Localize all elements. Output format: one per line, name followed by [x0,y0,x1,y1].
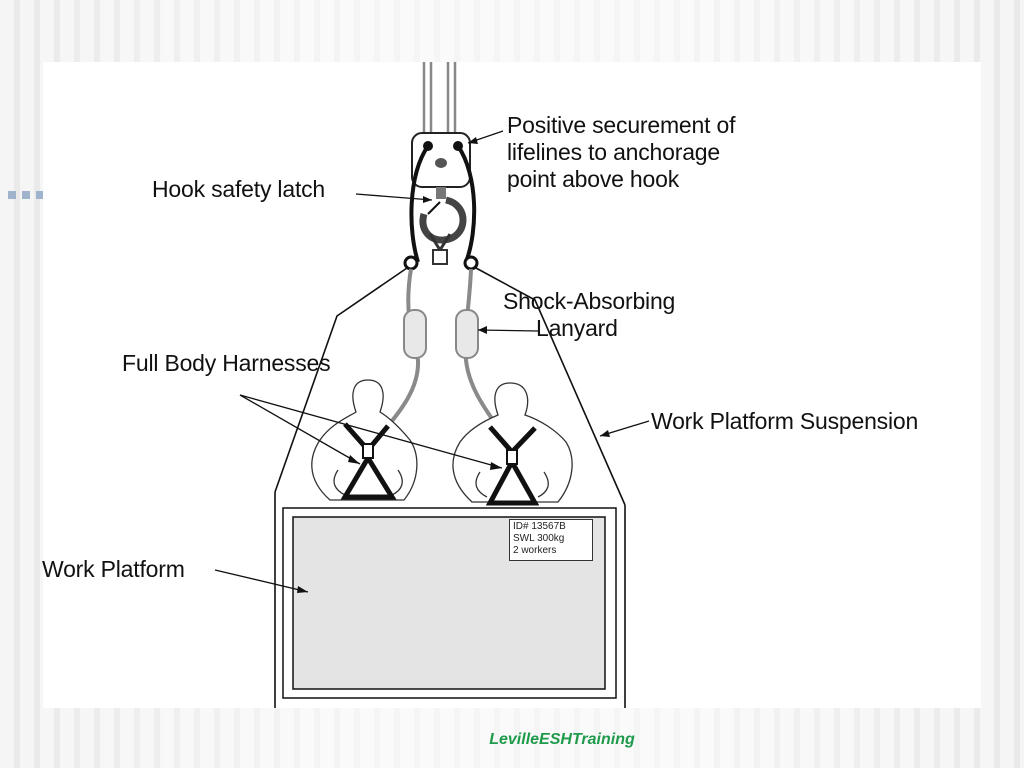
label-positive-securement: Positive securement of lifelines to anch… [507,112,735,193]
label-work-platform-suspension: Work Platform Suspension [651,408,919,434]
label-hook-safety-latch: Hook safety latch [152,176,326,202]
right-anchor-ring [463,255,479,271]
left-shock-absorber [403,309,427,359]
label-positive-securement-line1: Positive securement of [507,112,736,138]
pointer-arrowheads [297,137,610,593]
label-positive-securement-line2: lifelines to anchorage [507,139,720,165]
left-anchor-ring [403,255,419,271]
label-pointers [214,130,650,593]
right-shock-absorber [455,309,479,359]
platform-id-plate: ID# 13567B SWL 300kg 2 workers [509,519,593,561]
label-shock-absorbing-line2: Lanyard [536,315,618,341]
worker-left [311,379,418,501]
slide-bullet-marks [8,191,44,199]
crane-cables [422,62,457,135]
hook [419,187,467,265]
label-full-body-harnesses: Full Body Harnesses [122,350,331,376]
footer-credit: LevilleESHTraining [489,731,635,748]
label-shock-absorbing-line1: Shock-Absorbing [503,288,676,314]
hook-block [409,132,477,263]
label-positive-securement-line3: point above hook [507,166,679,192]
plate-line-swl: SWL 300kg [513,533,565,544]
label-work-platform: Work Platform [42,556,185,582]
label-shock-absorbing-lanyard: Shock-Absorbing Lanyard [503,288,675,342]
platform-suspension [274,267,626,506]
plate-line-id: ID# 13567B [513,521,566,532]
worker-right [452,382,573,503]
plate-line-workers: 2 workers [513,545,557,556]
